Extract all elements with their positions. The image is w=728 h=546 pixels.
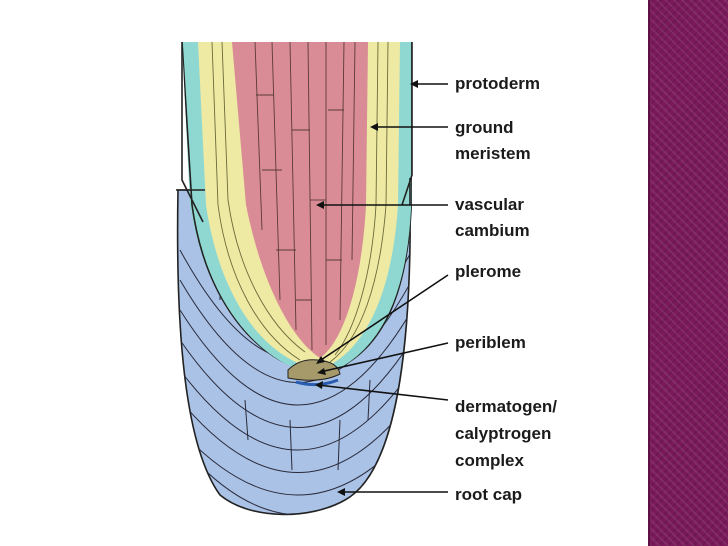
label-ground-line-1: ground [455, 118, 514, 137]
label-dermatogen-line-1: dermatogen/ [455, 397, 557, 416]
vascular-cell-lines [254, 42, 356, 351]
side-panel-edge [648, 0, 650, 546]
decorative-side-panel [650, 0, 728, 546]
label-vascular-line-2: cambium [455, 221, 530, 240]
leader-lines [315, 80, 449, 496]
label-root-cap: root cap [455, 485, 522, 504]
label-plerome: plerome [455, 262, 521, 281]
apical-meristem [287, 359, 341, 381]
label-periblem: periblem [455, 333, 526, 352]
label-dermatogen-line-3: complex [455, 451, 525, 470]
protoderm-outline [181, 42, 413, 223]
labels: protoderm ground meristem vascular cambi… [455, 74, 557, 504]
ground-meristem-cell-lines [211, 42, 389, 363]
label-ground-line-2: meristem [455, 144, 531, 163]
label-dermatogen-line-2: calyptrogen [455, 424, 551, 443]
label-vascular-line-1: vascular [455, 195, 524, 214]
vascular-cylinder [232, 42, 368, 358]
label-protoderm: protoderm [455, 74, 540, 93]
